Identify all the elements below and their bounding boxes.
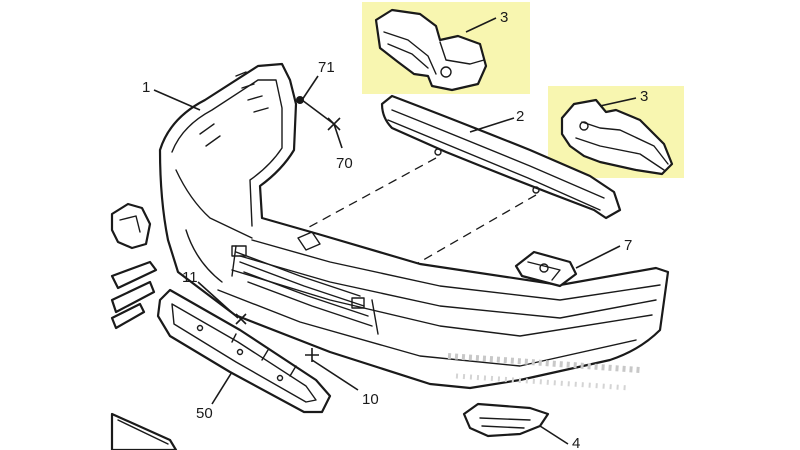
callout-50: 50 (196, 405, 213, 422)
grille-frame-part-50 (156, 288, 332, 414)
callout-11: 11 (182, 269, 198, 286)
fastener-71 (296, 96, 304, 104)
callout-3-top: 3 (500, 9, 508, 26)
side-bracket-part-right (560, 98, 674, 176)
clip-part-7 (514, 250, 578, 288)
callout-70: 70 (336, 155, 353, 172)
callout-labels: 1 2 3 3 4 7 10 11 50 70 71 (142, 9, 648, 450)
edge-part-left-top (110, 202, 152, 250)
callout-10: 10 (362, 391, 379, 408)
callout-7: 7 (624, 237, 632, 254)
side-bracket-part-top (374, 8, 488, 92)
callout-4: 4 (572, 435, 580, 450)
edge-strip-bottom-left (110, 412, 178, 450)
bracket-part-4 (462, 402, 550, 438)
callout-71: 71 (318, 59, 335, 76)
fastener-10 (305, 348, 319, 362)
callout-3-right: 3 (640, 88, 648, 105)
edge-strip-left (110, 260, 158, 330)
leader-lines (153, 17, 637, 445)
fastener-11 (235, 313, 247, 325)
bumper-cover-part (158, 62, 670, 390)
callout-1: 1 (142, 79, 150, 96)
reinforcement-bar-part (380, 94, 622, 220)
faded-text-area (447, 353, 641, 391)
callout-2: 2 (516, 108, 524, 125)
